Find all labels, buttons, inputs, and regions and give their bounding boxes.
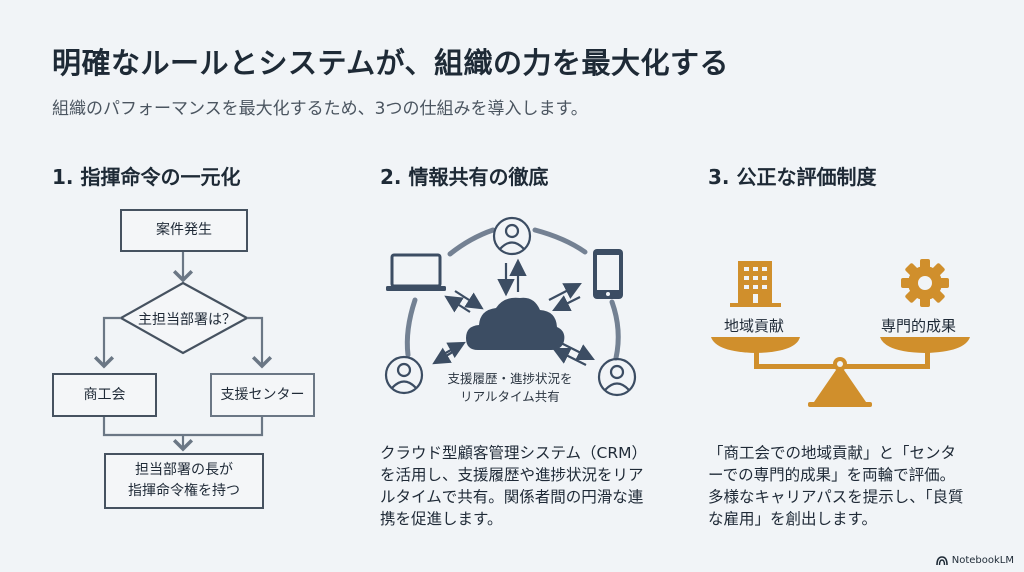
sync-arrows — [432, 258, 595, 366]
cloud-icon — [466, 297, 565, 350]
arrow-decision-to-right — [247, 316, 273, 369]
section-title-evaluation: 3. 公正な評価制度 — [708, 165, 877, 189]
person-icon-bottom-left — [384, 355, 424, 395]
flow-result-box: 担当部署の長が 指揮命令権を持つ — [104, 453, 264, 509]
page-subtitle: 組織のパフォーマンスを最大化するため、3つの仕組みを導入します。 — [52, 99, 588, 119]
brand-label: NotebookLM — [951, 555, 1014, 566]
smartphone-icon — [593, 249, 623, 299]
flow-left-box: 商工会 — [52, 373, 157, 417]
building-icon — [730, 261, 781, 307]
evaluation-description: 「商工会での地域貢献」と「センターでの専門的成果」を両輪で評価。多様なキャリアパ… — [708, 444, 964, 528]
flow-left-label: 商工会 — [83, 386, 126, 403]
notebooklm-logo-icon — [935, 556, 948, 565]
section-title-command: 1. 指揮命令の一元化 — [52, 165, 241, 189]
flow-right-box: 支援センター — [210, 373, 315, 417]
scale-left-label: 地域貢献 — [724, 317, 785, 335]
gear-icon — [901, 259, 949, 307]
person-icon-top — [492, 216, 532, 256]
flow-result-line1: 担当部署の長が — [135, 462, 233, 478]
right-hanger — [925, 352, 930, 368]
decision-diamond — [118, 281, 250, 355]
laptop-icon — [386, 253, 446, 291]
brand-watermark: NotebookLM — [935, 555, 1014, 566]
right-pan — [880, 337, 970, 353]
base — [808, 402, 872, 407]
flow-right-label: 支援センター — [220, 386, 305, 403]
page-title: 明確なルールとシステムが、組織の力を最大化する — [52, 46, 730, 80]
flow-result-line2: 指揮命令権を持つ — [128, 483, 240, 499]
left-pan — [711, 337, 800, 353]
network-caption-line2: リアルタイム共有 — [460, 389, 560, 405]
flow-start-label: 案件発生 — [156, 222, 212, 238]
network-caption: 支援履歴・進捗状況を リアルタイム共有 — [420, 370, 600, 406]
arrow-decision-to-left — [93, 316, 121, 369]
network-caption-line1: 支援履歴・進捗状況を — [447, 371, 573, 386]
section-title-info-sharing: 2. 情報共有の徹底 — [380, 165, 549, 189]
left-hanger — [754, 352, 759, 368]
flow-decision-label: 主担当部署は？ — [138, 312, 236, 328]
flow-start-box: 案件発生 — [120, 209, 248, 252]
info-sharing-description: クラウド型顧客管理システム（CRM）を活用し、支援履歴や進捗状況をリアルタイムで… — [380, 444, 648, 528]
ring-arcs — [404, 227, 621, 361]
person-icon-bottom-right — [597, 357, 637, 397]
scale-right-label: 専門的成果 — [881, 317, 957, 335]
fulcrum — [814, 370, 866, 402]
